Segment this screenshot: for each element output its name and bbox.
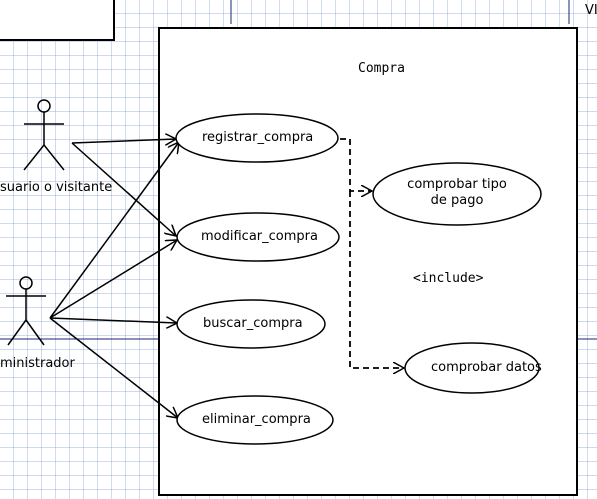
- usecase-eliminar-compra[interactable]: [176, 395, 334, 445]
- partial-box[interactable]: [0, 0, 115, 41]
- include-to-datos: [349, 191, 404, 368]
- usecase-tipo-pago-label-line1: comprobar tipo: [407, 177, 507, 192]
- include-to-tipo-pago: [340, 138, 372, 191]
- usecase-buscar-label: buscar_compra: [203, 316, 303, 331]
- actor-user-visitor-label: suario o visitante: [0, 180, 113, 195]
- usecase-buscar-compra[interactable]: [176, 299, 326, 349]
- usecase-registrar-compra[interactable]: [175, 113, 339, 163]
- corner-text: VI: [585, 3, 597, 18]
- usecase-comprobar-datos[interactable]: [404, 342, 540, 394]
- include-stereotype-label: <include>: [413, 271, 484, 286]
- assoc-admin-modificar: [49, 240, 177, 319]
- usecase-tipo-pago-label-line2: de pago: [430, 193, 484, 208]
- usecase-registrar-label: registrar_compra: [202, 130, 314, 145]
- actor-administrator[interactable]: [6, 276, 46, 346]
- system-title: Compra: [358, 61, 405, 76]
- assoc-user-modificar: [71, 142, 176, 236]
- assoc-user-registrar: [71, 139, 176, 143]
- actor-administrator-label: ministrador: [0, 356, 75, 371]
- assoc-admin-buscar: [49, 318, 177, 323]
- usecase-modificar-label: modificar_compra: [201, 229, 318, 244]
- usecase-eliminar-label: eliminar_compra: [202, 412, 311, 427]
- usecase-datos-label: comprobar datos: [431, 360, 542, 375]
- usecase-modificar-compra[interactable]: [176, 212, 340, 262]
- actor-user-visitor[interactable]: [23, 99, 65, 171]
- assoc-admin-eliminar: [49, 317, 178, 418]
- assoc-admin-registrar: [49, 142, 179, 319]
- usecase-comprobar-tipo-pago[interactable]: [372, 162, 542, 226]
